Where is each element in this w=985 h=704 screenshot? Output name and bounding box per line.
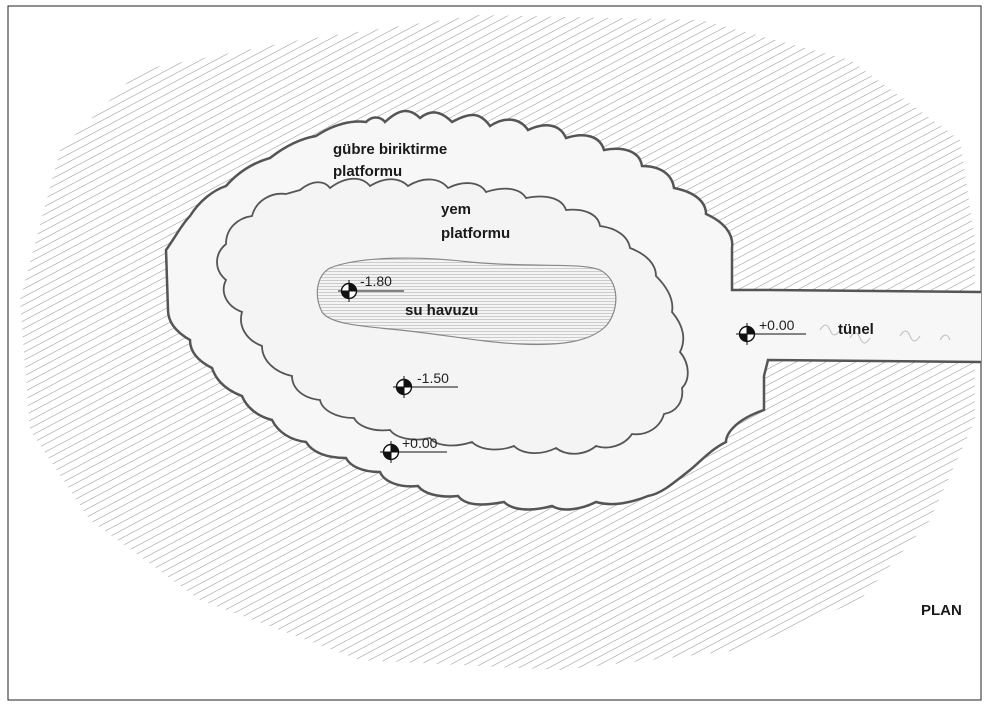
plan-title: PLAN: [921, 602, 962, 619]
level-label-outer-floor: +0.00: [402, 435, 438, 451]
level-label-pool: -1.80: [360, 273, 392, 289]
tunnel-label: tünel: [838, 321, 874, 338]
feed-platform-label-line1: yem: [441, 201, 471, 218]
manure-platform-label-line2: platformu: [333, 163, 402, 180]
manure-platform-label-line1: gübre biriktirme: [333, 141, 447, 158]
level-label-tunnel: +0.00: [759, 317, 795, 333]
tunnel-floor-marks: [819, 324, 951, 344]
water-pool-label: su havuzu: [405, 302, 478, 319]
level-marker-pool: -1.80: [338, 273, 404, 302]
level-marker-tunnel: +0.00: [736, 317, 806, 345]
level-marker-inner-floor: -1.50: [393, 370, 458, 398]
feed-platform-label-line2: platformu: [441, 225, 510, 242]
water-pool-area: [316, 257, 617, 346]
level-marker-outer-floor: +0.00: [380, 435, 447, 463]
level-label-inner-floor: -1.50: [417, 370, 449, 386]
